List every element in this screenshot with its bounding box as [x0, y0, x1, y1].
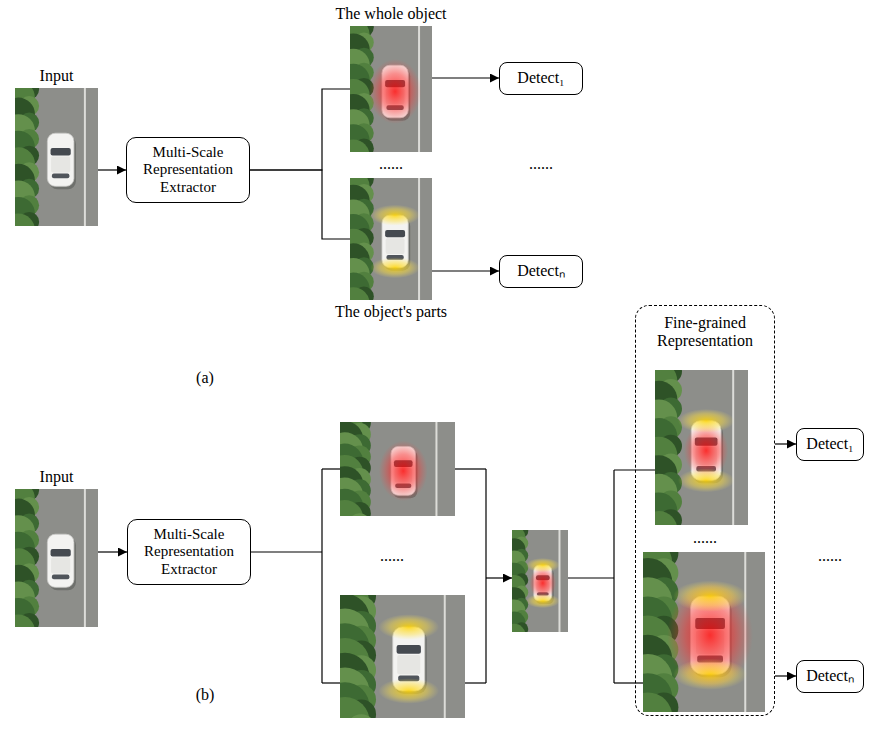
- image-caption: The whole object: [335, 5, 446, 23]
- car-photo: [623, 520, 765, 729]
- whole-object-image: The whole object: [350, 26, 432, 152]
- car-photo: [337, 156, 432, 321]
- detect-box: Detectₙ: [499, 255, 583, 288]
- panel-label: (b): [196, 686, 215, 704]
- ellipsis-label: ......: [818, 547, 842, 565]
- box-label: Detectₙ: [517, 262, 565, 280]
- flow-arrow: [98, 169, 126, 170]
- car-photo: [326, 399, 455, 538]
- wiring: [251, 469, 655, 683]
- ellipsis-label: ......: [693, 529, 717, 547]
- wire: [321, 469, 322, 683]
- image-caption: Input: [40, 468, 74, 486]
- group-title: Fine-grained Representation: [636, 306, 774, 351]
- box-label: Multi-Scale Representation Extractor: [137, 526, 241, 578]
- flow-arrow: [432, 77, 499, 78]
- ellipsis-label: ......: [380, 547, 404, 565]
- merge-arrow: [486, 577, 512, 578]
- wire: [485, 469, 486, 683]
- wire: [322, 468, 340, 469]
- car-photo: [320, 564, 465, 729]
- flow-arrow: [775, 443, 796, 444]
- input-image: Input: [15, 489, 98, 627]
- flow-arrow: [775, 675, 796, 676]
- box-label: Detect₁: [806, 435, 853, 453]
- fine-grained-group: Fine-grained Representation: [635, 305, 775, 716]
- object-parts-image: The object's parts: [350, 178, 432, 300]
- extractor-box: Multi-Scale Representation Extractor: [126, 137, 250, 203]
- wire: [455, 468, 486, 469]
- car-photo: [503, 514, 568, 648]
- box-label: Detectₙ: [806, 667, 854, 685]
- image-caption: Input: [40, 67, 74, 85]
- wire: [322, 682, 340, 683]
- car-photo: [2, 65, 98, 249]
- wire: [613, 470, 614, 683]
- wire: [614, 682, 643, 683]
- panel-label: (a): [196, 369, 214, 387]
- car-photo: [640, 344, 748, 550]
- branch-line: [250, 170, 350, 239]
- car-photo: [337, 3, 432, 173]
- box-label: Detect₁: [517, 69, 564, 87]
- ellipsis-label: ......: [529, 155, 553, 173]
- detect-box: Detectₙ: [796, 660, 864, 693]
- ellipsis-label: ......: [379, 155, 403, 173]
- image-caption: The object's parts: [335, 303, 447, 321]
- wire: [568, 577, 614, 578]
- branch-line: [250, 89, 350, 170]
- extractor-box: Multi-Scale Representation Extractor: [127, 519, 251, 585]
- wire: [465, 682, 486, 683]
- detect-box: Detect₁: [796, 428, 864, 461]
- detect-box: Detect₁: [499, 62, 583, 95]
- box-label: Multi-Scale Representation Extractor: [136, 144, 240, 196]
- wire: [251, 551, 322, 552]
- car-photo: [2, 466, 98, 650]
- flow-arrow: [432, 270, 499, 271]
- flow-arrow: [98, 551, 127, 552]
- input-image: Input: [15, 88, 98, 226]
